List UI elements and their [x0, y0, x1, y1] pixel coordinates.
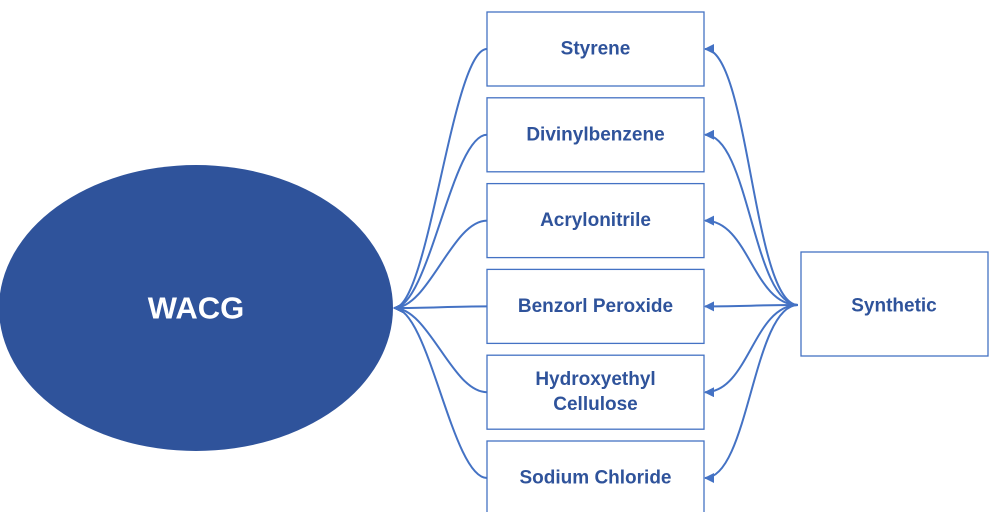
component-label: Styrene [561, 39, 631, 60]
source-connector-sodium-chloride [704, 304, 799, 483]
component-node-divinylbenzene [486, 97, 705, 173]
component-node-styrene [486, 11, 705, 87]
component-node-benzorl-peroxide [486, 268, 705, 345]
source-connector-divinylbenzene [704, 129, 799, 306]
source-connector-hydroxyethyl-cellulose [704, 304, 799, 398]
component-label: Cellulose [553, 394, 637, 415]
component-label: Acrylonitrile [540, 210, 651, 231]
component-node-sodium-chloride [486, 440, 705, 512]
hub-connector-acrylonitrile [393, 219, 488, 313]
hub-connector-hydroxyethyl-cellulose [393, 303, 488, 394]
component-label: Benzorl Peroxide [518, 296, 673, 317]
synthetic-source-node [800, 251, 989, 357]
source-label: Synthetic [851, 296, 937, 317]
component-label: Divinylbenzene [526, 124, 664, 145]
component-node-acrylonitrile [486, 182, 705, 259]
source-connector-styrene [704, 44, 799, 306]
component-label: Hydroxyethyl [535, 369, 655, 390]
source-connector-acrylonitrile [704, 215, 799, 306]
component-nodes: StyreneDivinylbenzeneAcrylonitrileBenzor… [486, 11, 705, 512]
connectors [393, 44, 799, 483]
wacg-hub-node [0, 165, 393, 451]
hub-connector-styrene [393, 48, 488, 313]
source-connector-benzorl-peroxide [704, 301, 799, 312]
hub-label: WACG [148, 291, 244, 326]
hub-connector-divinylbenzene [393, 133, 488, 313]
component-node-hydroxyethyl-cellulose [486, 354, 705, 430]
hub-connector-benzorl-peroxide [393, 302, 488, 313]
component-label: Sodium Chloride [520, 468, 672, 489]
hub-connector-sodium-chloride [393, 303, 488, 479]
